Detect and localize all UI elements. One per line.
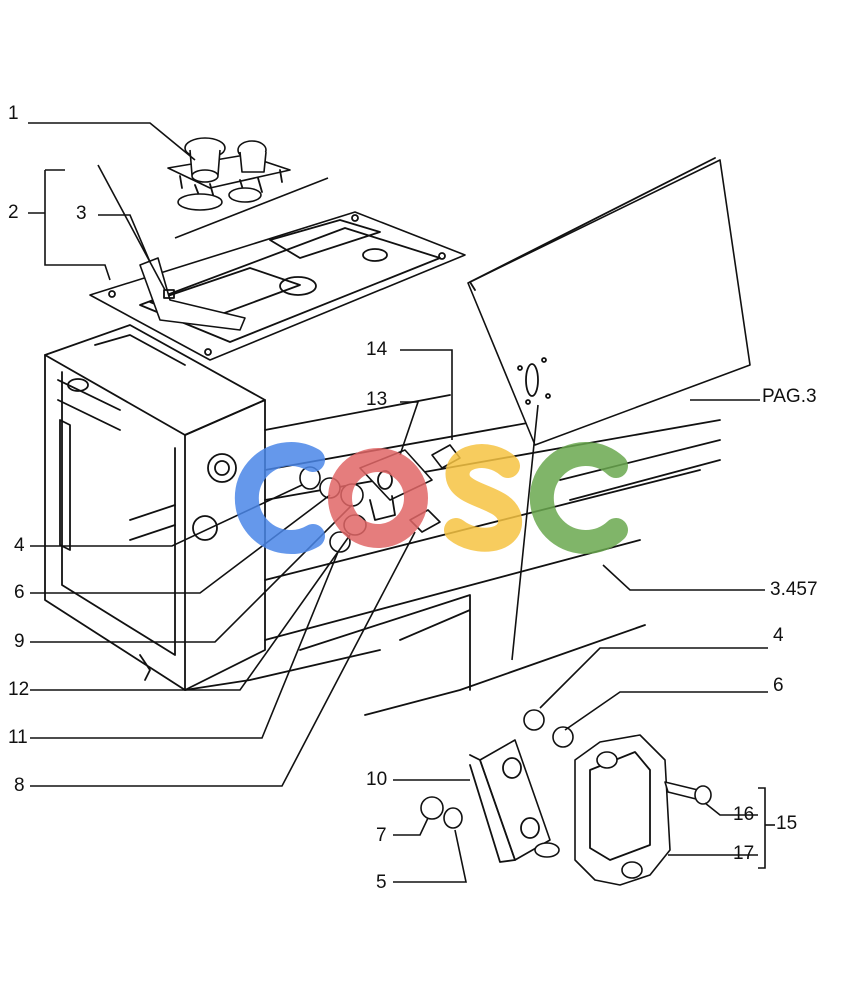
label-10: 10 xyxy=(366,769,388,790)
lever-assembly-part xyxy=(167,137,291,211)
pointer-part xyxy=(139,257,246,331)
main-housing xyxy=(44,324,721,716)
bracket-assembly xyxy=(420,709,574,863)
label-15: 15 xyxy=(776,813,798,834)
label-5: 5 xyxy=(376,872,387,893)
csc-logo-icon xyxy=(234,442,628,554)
label-7: 7 xyxy=(376,825,387,846)
label-6b: 6 xyxy=(773,675,784,696)
hinged-cover xyxy=(467,157,751,446)
label-1: 1 xyxy=(8,103,19,124)
label-6a: 6 xyxy=(14,582,25,603)
label-8: 8 xyxy=(14,775,25,796)
leader-lines xyxy=(28,122,775,883)
label-13: 13 xyxy=(366,389,388,410)
label-17: 17 xyxy=(733,843,755,864)
label-4b: 4 xyxy=(773,625,784,646)
label-11: 11 xyxy=(8,727,28,748)
label-16: 16 xyxy=(733,804,755,825)
label-3457: 3.457 xyxy=(770,579,818,600)
label-12: 12 xyxy=(8,679,30,700)
label-9: 9 xyxy=(14,631,25,652)
top-plate-part xyxy=(89,211,466,361)
label-pag3: PAG.3 xyxy=(762,386,817,407)
handle-assembly xyxy=(574,734,712,886)
label-14: 14 xyxy=(366,339,388,360)
label-3: 3 xyxy=(76,203,87,224)
label-4a: 4 xyxy=(14,535,25,556)
label-2: 2 xyxy=(8,202,19,223)
